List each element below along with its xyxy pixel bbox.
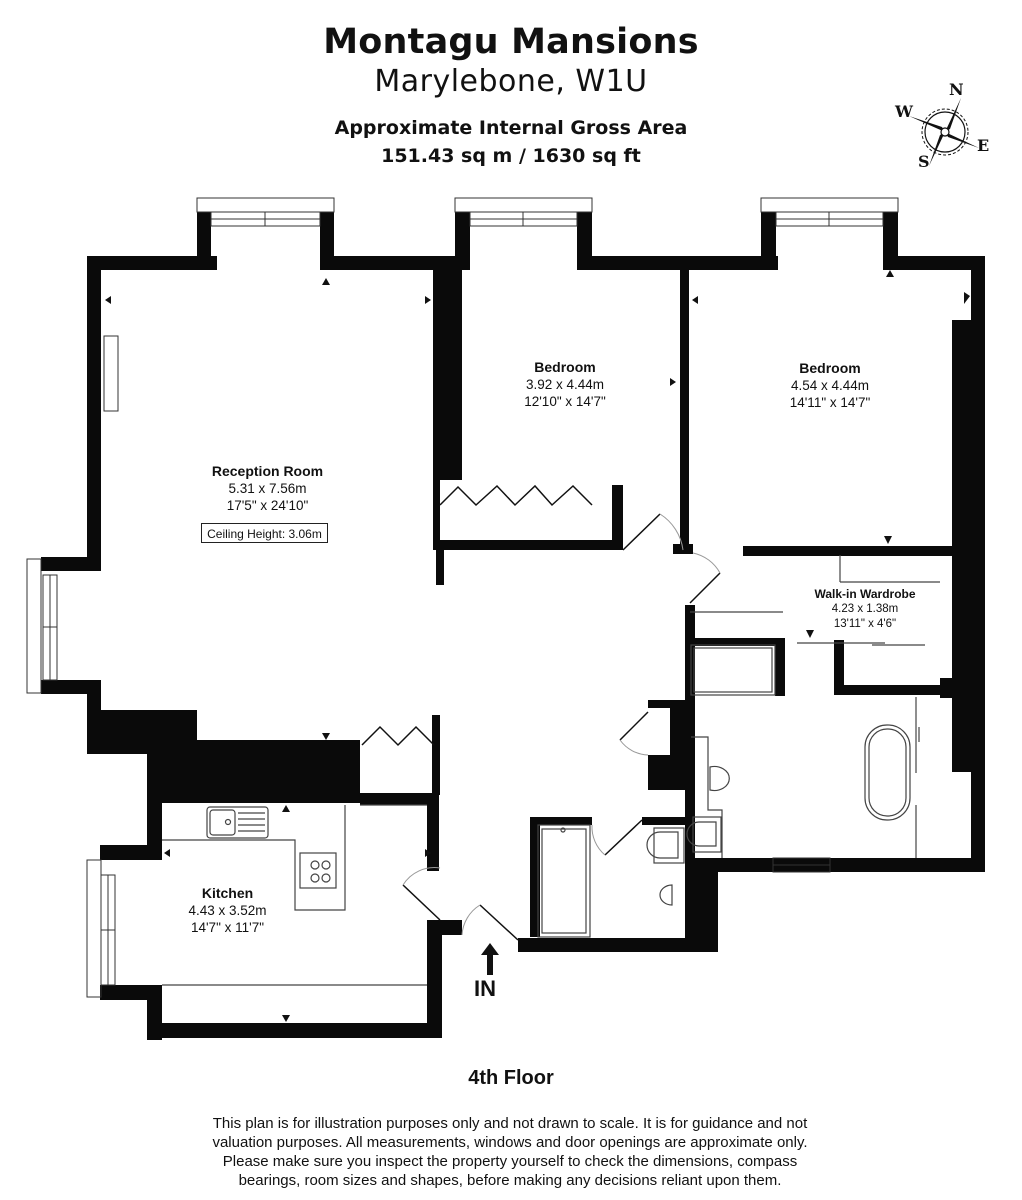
room-name: Walk-in Wardrobe <box>814 587 916 601</box>
room-imperial: 17'5" x 24'10" <box>226 498 309 513</box>
room-bedroom-1: Bedroom 3.92 x 4.44m 12'10" x 14'7" <box>490 359 640 410</box>
ceiling-height-badge: Ceiling Height: 3.06m <box>201 523 328 543</box>
room-name: Bedroom <box>534 359 596 375</box>
room-name: Kitchen <box>201 885 254 901</box>
measurement-markers <box>105 270 970 1022</box>
room-kitchen: Kitchen 4.43 x 3.52m 14'7" x 11'7" <box>160 885 295 936</box>
disclaimer-line: This plan is for illustration purposes o… <box>212 1115 808 1132</box>
property-title: Montagu Mansions <box>323 22 699 62</box>
room-imperial: 14'7" x 11'7" <box>190 920 265 935</box>
windows <box>26 197 899 998</box>
room-metric: 5.31 x 7.56m <box>228 481 307 496</box>
room-reception: Reception Room 5.31 x 7.56m 17'5" x 24'1… <box>195 463 340 514</box>
room-walk-in-wardrobe: Walk-in Wardrobe 4.23 x 1.38m 13'11" x 4… <box>795 587 935 632</box>
compass-west: W <box>895 102 913 121</box>
compass-north: N <box>949 80 964 99</box>
door-swings <box>361 484 721 941</box>
entrance-label: IN <box>474 976 496 1001</box>
compass-south: S <box>918 152 930 171</box>
area-label: Approximate Internal Gross Area <box>334 117 688 139</box>
room-metric: 4.43 x 3.52m <box>188 903 267 918</box>
entrance-arrow-icon <box>481 943 499 975</box>
disclaimer-line: Please make sure you inspect the propert… <box>222 1153 798 1170</box>
compass-east: E <box>977 136 990 155</box>
disclaimer-line: bearings, room sizes and shapes, before … <box>238 1172 782 1189</box>
compass-rose-icon: N E S W <box>893 80 993 175</box>
room-imperial: 13'11" x 4'6" <box>833 618 897 630</box>
room-imperial: 12'10" x 14'7" <box>524 394 606 409</box>
disclaimer: This plan is for illustration purposes o… <box>160 1114 860 1190</box>
property-location: Marylebone, W1U <box>374 64 648 99</box>
room-name: Reception Room <box>211 463 324 479</box>
room-name: Bedroom <box>799 360 861 376</box>
room-metric: 4.54 x 4.44m <box>790 378 870 393</box>
fixtures <box>162 555 940 986</box>
room-imperial: 14'11" x 14'7" <box>789 395 871 410</box>
area-value: 151.43 sq m / 1630 sq ft <box>381 145 641 167</box>
room-metric: 3.92 x 4.44m <box>525 377 605 392</box>
disclaimer-line: valuation purposes. All measurements, wi… <box>212 1134 808 1151</box>
room-metric: 4.23 x 1.38m <box>831 603 899 615</box>
room-bedroom-2: Bedroom 4.54 x 4.44m 14'11" x 14'7" <box>755 360 905 411</box>
floor-label: 4th Floor <box>468 1067 554 1089</box>
walls <box>41 212 985 1040</box>
